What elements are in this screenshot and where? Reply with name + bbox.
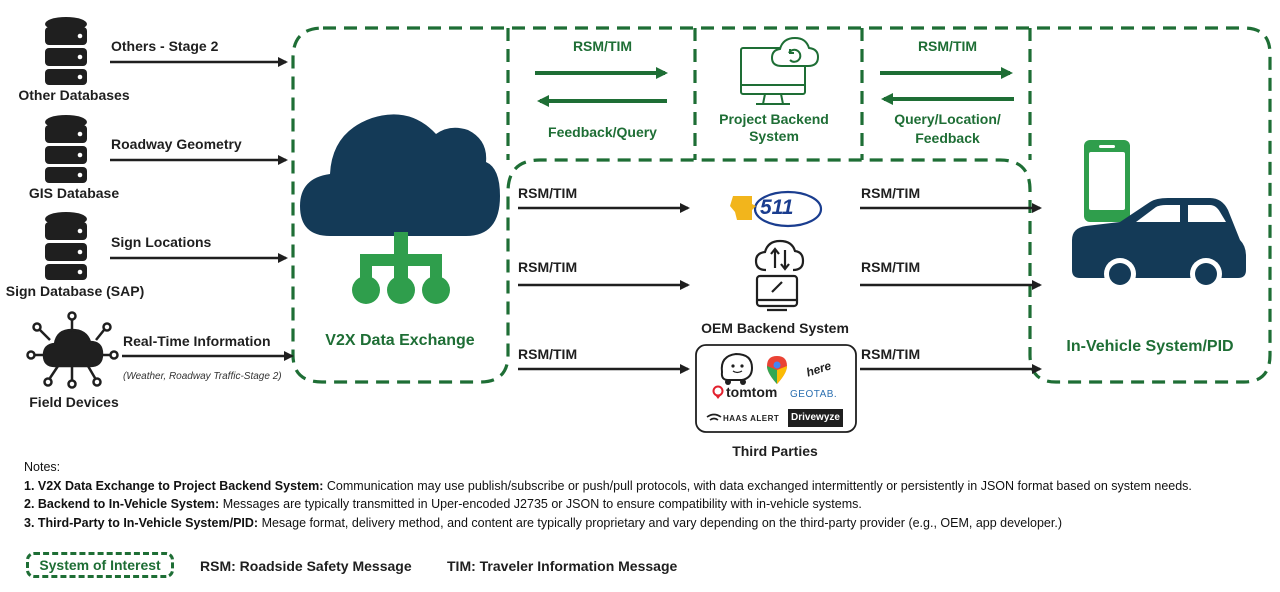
- legend-system-of-interest: System of Interest: [26, 552, 174, 578]
- haas-alert-logo: HAAS ALERT: [723, 414, 780, 423]
- flow-label-query-location: Query/Location/: [894, 111, 1001, 127]
- flow-label-rsm-tim: RSM/TIM: [861, 259, 921, 275]
- geotab-logo: GEOTAB.: [790, 389, 838, 400]
- flow-label-others-stage2: Others - Stage 2: [111, 38, 219, 54]
- haas-alert-icon: [706, 413, 722, 421]
- project-backend-label-line2: System: [749, 128, 799, 144]
- flow-note-weather: (Weather, Roadway Traffic-Stage 2): [123, 371, 282, 382]
- note-text: Communication may use publish/subscribe …: [323, 478, 1192, 493]
- flow-label-roadway-geometry: Roadway Geometry: [111, 136, 242, 152]
- flow-label-rsm-tim: RSM/TIM: [518, 259, 578, 275]
- project-backend-label-line1: Project Backend: [719, 111, 829, 127]
- oem-cloud-server-icon: [754, 239, 805, 312]
- notes-section: Notes: 1. V2X Data Exchange to Project B…: [24, 458, 1274, 532]
- flow-label-feedback: Feedback: [915, 130, 980, 146]
- flow-label-rsm-tim: RSM/TIM: [518, 346, 578, 362]
- iot-cloud-icon: [26, 311, 119, 389]
- v2x-data-exchange-label: V2X Data Exchange: [325, 332, 475, 349]
- note-text: Messages are typically transmitted in Up…: [219, 497, 862, 511]
- flow-label-rsm-tim: RSM/TIM: [572, 38, 633, 54]
- note-item: 3. Third-Party to In-Vehicle System/PID:…: [24, 514, 1274, 533]
- notes-title: Notes:: [24, 460, 61, 474]
- source-label-field-devices: Field Devices: [29, 394, 119, 410]
- database-icon: [45, 115, 87, 183]
- note-heading: 3. Third-Party to In-Vehicle System/PID:: [24, 515, 259, 530]
- flow-label-sign-locations: Sign Locations: [111, 234, 212, 250]
- note-heading: 2. Backend to In-Vehicle System:: [24, 497, 220, 511]
- waze-icon: [720, 352, 754, 385]
- source-label-sign-database: Sign Database (SAP): [5, 283, 145, 299]
- flow-label-rsm-tim: RSM/TIM: [518, 185, 578, 201]
- in-vehicle-system-label: In-Vehicle System/PID: [1066, 338, 1234, 355]
- car-icon: [1072, 198, 1246, 290]
- database-icon: [45, 17, 87, 85]
- source-label-gis-database: GIS Database: [28, 185, 120, 201]
- 511-logo: [730, 190, 823, 228]
- legend-tim: TIM: Traveler Information Message: [447, 558, 678, 574]
- v2x-cloud-icon: [300, 114, 500, 304]
- note-item: 2. Backend to In-Vehicle System: Message…: [24, 495, 1274, 514]
- flow-label-rsm-tim: RSM/TIM: [861, 346, 921, 362]
- cloud-monitor-icon: [740, 36, 820, 105]
- note-text: Mesage format, delivery method, and cont…: [258, 515, 1062, 530]
- flow-label-rsm-tim: RSM/TIM: [917, 38, 978, 54]
- third-parties-label: Third Parties: [732, 443, 818, 459]
- phone-icon: [1084, 140, 1130, 222]
- note-item: 1. V2X Data Exchange to Project Backend …: [24, 477, 1274, 496]
- flow-label-real-time-information: Real-Time Information: [123, 333, 271, 349]
- 511-logo-text: 511: [760, 196, 794, 219]
- flow-label-rsm-tim: RSM/TIM: [861, 185, 921, 201]
- google-maps-icon: [767, 356, 787, 384]
- source-label-other-databases: Other Databases: [18, 87, 130, 103]
- oem-backend-label: OEM Backend System: [701, 320, 849, 336]
- flow-label-feedback-query: Feedback/Query: [548, 124, 657, 140]
- drivewyze-logo: Drivewyze: [788, 409, 843, 427]
- tomtom-icon: [712, 385, 724, 399]
- legend-rsm: RSM: Roadside Safety Message: [200, 558, 412, 574]
- note-heading: 1. V2X Data Exchange to Project Backend …: [24, 478, 324, 493]
- tomtom-logo: tomtom: [726, 384, 778, 400]
- database-icon: [45, 212, 87, 280]
- system-of-interest-boundary: [291, 26, 1272, 384]
